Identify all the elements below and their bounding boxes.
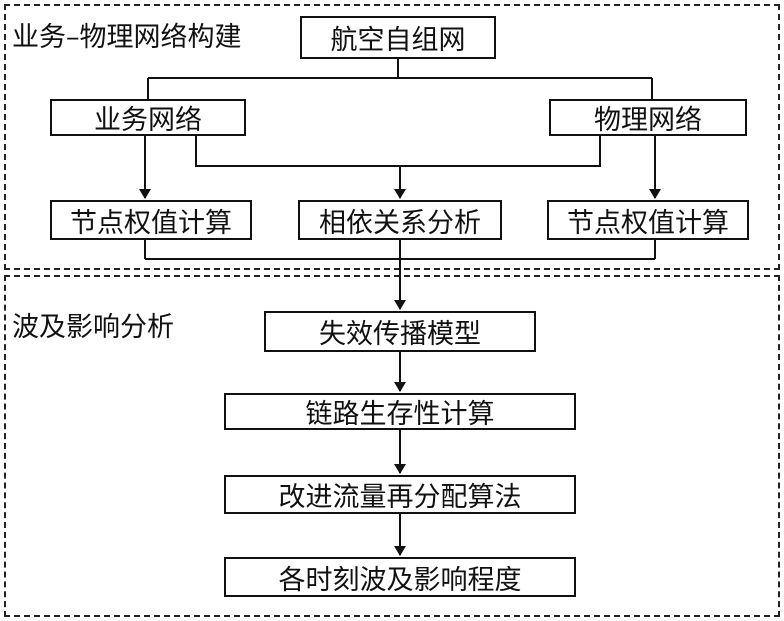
node-link-survivability: 链路生存性计算 (224, 393, 576, 430)
line-service-to-dependency (195, 136, 400, 167)
node-physical-network: 物理网络 (549, 99, 747, 136)
node-weight-right: 节点权值计算 (547, 200, 749, 240)
construction-region (4, 4, 780, 270)
ripple-region-label: 波及影响分析 (12, 312, 174, 343)
line-physical-to-dependency (400, 136, 601, 167)
construction-region-label: 业务–物理网络构建 (12, 22, 242, 53)
node-traffic-redistribution: 改进流量再分配算法 (224, 475, 576, 514)
node-failure-propagation-model: 失效传播模型 (264, 311, 536, 352)
node-weight-left: 节点权值计算 (50, 200, 252, 240)
node-impact-degree: 各时刻波及影响程度 (224, 557, 576, 597)
node-dependency-analysis: 相依关系分析 (298, 200, 502, 240)
ripple-analysis-region (4, 275, 780, 617)
node-service-network: 业务网络 (50, 99, 246, 136)
node-adhoc-network: 航空自组网 (300, 16, 496, 59)
